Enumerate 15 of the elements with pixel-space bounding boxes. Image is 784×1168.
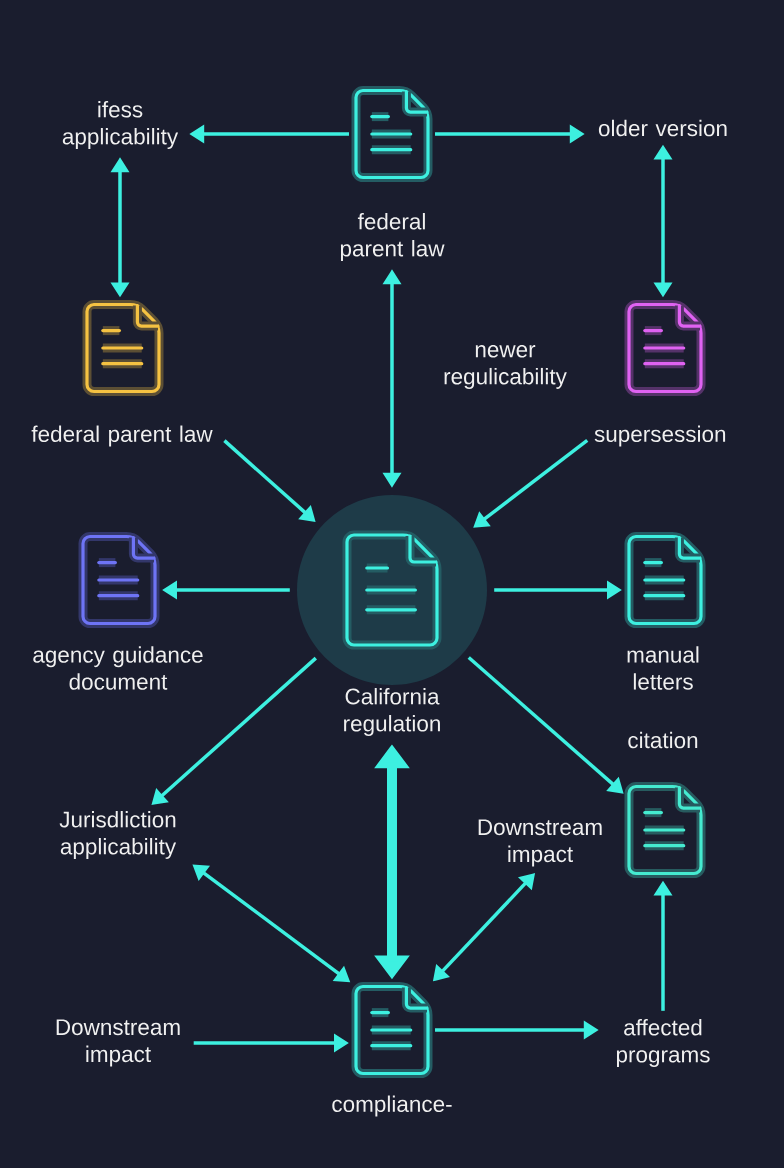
text-label: older version: [598, 119, 727, 137]
node-label: citation: [628, 731, 698, 749]
text-label: Downstream impact: [478, 819, 602, 867]
node-label: agency guidance document: [33, 646, 203, 690]
node-label: federal parent law: [340, 213, 445, 261]
node-label: California regulation: [344, 688, 440, 736]
text-label: Jurisdliction applicability: [59, 811, 177, 859]
text-label: newer regulicability: [444, 345, 567, 389]
node-label: compliance-: [332, 1095, 452, 1117]
node-label: manual letters: [627, 646, 699, 690]
node-label: supersession: [594, 425, 726, 447]
text-label: Downstream impact: [56, 1019, 180, 1067]
text-label: ifess applicability: [62, 101, 179, 149]
node-label: federal parent law: [31, 425, 213, 447]
text-label: affected programs: [616, 1019, 710, 1067]
